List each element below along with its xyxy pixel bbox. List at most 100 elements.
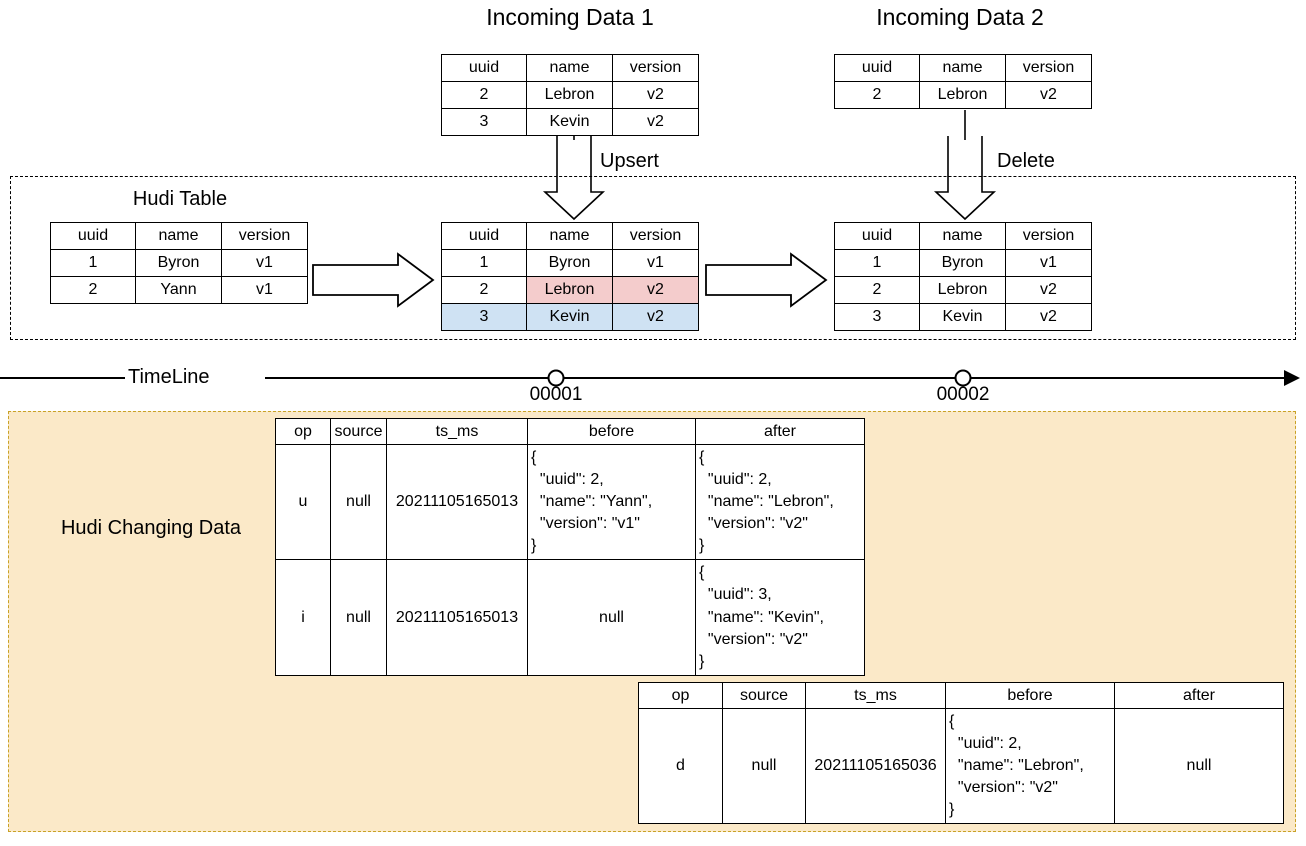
cell-uuid: 1	[50, 249, 136, 277]
table-header-row: op source ts_ms before after	[275, 418, 865, 445]
hudi-table-container	[10, 176, 1296, 340]
cell-version: v1	[221, 276, 308, 304]
cell-name: Lebron	[526, 276, 613, 304]
column-header-uuid: uuid	[834, 222, 920, 250]
table-row: 1 Byron v1	[50, 249, 308, 277]
cell-after: { "uuid": 2, "name": "Lebron", "version"…	[695, 443, 865, 561]
column-header-uuid: uuid	[50, 222, 136, 250]
cell-uuid: 1	[441, 249, 527, 277]
table-row: 1 Byron v1	[441, 249, 699, 277]
cell-uuid: 2	[834, 276, 920, 304]
cell-version: v1	[221, 249, 308, 277]
cell-name: Byron	[526, 249, 613, 277]
cell-version: v1	[612, 249, 699, 277]
hudi-table-after-upsert: uuid name version 1 Byron v1 2 Lebron v2…	[441, 222, 699, 331]
cell-version: v2	[612, 276, 699, 304]
cell-before: null	[527, 559, 696, 676]
cell-name: Lebron	[919, 276, 1006, 304]
cell-name: Kevin	[526, 303, 613, 331]
cell-name: Lebron	[526, 81, 613, 109]
cell-ts-ms: 20211105165013	[386, 559, 528, 676]
column-header-version: version	[1005, 54, 1092, 82]
cell-name: Byron	[919, 249, 1006, 277]
cell-uuid: 1	[834, 249, 920, 277]
column-header-uuid: uuid	[834, 54, 920, 82]
upsert-label: Upsert	[600, 150, 659, 172]
timeline-label: TimeLine	[128, 366, 210, 388]
table-row: 2 Lebron v2	[834, 81, 1092, 109]
cell-source: null	[330, 443, 387, 561]
column-header-source: source	[330, 418, 387, 445]
cell-version: v2	[1005, 276, 1092, 304]
incoming-data-2-table: uuid name version 2 Lebron v2	[834, 54, 1092, 109]
cell-uuid: 3	[834, 303, 920, 331]
table-header-row: uuid name version	[441, 222, 699, 250]
table-row: u null 20211105165013 { "uuid": 2, "name…	[275, 443, 865, 561]
column-header-after: after	[1114, 682, 1284, 709]
timeline-tick-label-00001: 00001	[529, 384, 583, 405]
cell-version: v2	[612, 108, 699, 136]
column-header-version: version	[612, 54, 699, 82]
timeline-tick-label-00002: 00002	[936, 384, 990, 405]
incoming-data-1-title: Incoming Data 1	[486, 4, 654, 30]
cdc-table-2: op source ts_ms before after d null 2021…	[638, 682, 1284, 825]
column-header-op: op	[638, 682, 723, 709]
cdc-table-1: op source ts_ms before after u null 2021…	[275, 418, 865, 676]
hudi-table-after-delete: uuid name version 1 Byron v1 2 Lebron v2…	[834, 222, 1092, 331]
column-header-after: after	[695, 418, 865, 445]
cell-uuid: 3	[441, 303, 527, 331]
cell-version: v1	[1005, 249, 1092, 277]
column-header-version: version	[612, 222, 699, 250]
table-row: 2 Lebron v2	[441, 81, 699, 109]
column-header-uuid: uuid	[441, 54, 527, 82]
column-header-name: name	[526, 222, 613, 250]
incoming-data-1-table: uuid name version 2 Lebron v2 3 Kevin v2	[441, 54, 699, 136]
delete-label: Delete	[997, 150, 1055, 172]
column-header-name: name	[919, 54, 1006, 82]
column-header-before: before	[945, 682, 1115, 709]
column-header-ts-ms: ts_ms	[386, 418, 528, 445]
column-header-source: source	[722, 682, 806, 709]
cell-uuid: 3	[441, 108, 527, 136]
incoming-data-2-title: Incoming Data 2	[876, 4, 1044, 30]
table-row: 3 Kevin v2	[441, 108, 699, 136]
cell-version: v2	[612, 81, 699, 109]
timeline-label-mask	[125, 366, 265, 390]
column-header-before: before	[527, 418, 696, 445]
column-header-name: name	[135, 222, 222, 250]
cell-uuid: 2	[834, 81, 920, 109]
cell-source: null	[722, 707, 806, 825]
hudi-changing-data-label: Hudi Changing Data	[60, 517, 242, 539]
table-header-row: uuid name version	[50, 222, 308, 250]
column-header-version: version	[1005, 222, 1092, 250]
table-row: i null 20211105165013 null { "uuid": 3, …	[275, 559, 865, 676]
cell-name: Kevin	[919, 303, 1006, 331]
column-header-version: version	[221, 222, 308, 250]
table-row-inserted: 3 Kevin v2	[441, 303, 699, 331]
cell-ts-ms: 20211105165036	[805, 707, 946, 825]
cell-uuid: 2	[441, 276, 527, 304]
cell-before: { "uuid": 2, "name": "Lebron", "version"…	[945, 707, 1115, 825]
cell-version: v2	[612, 303, 699, 331]
table-row: d null 20211105165036 { "uuid": 2, "name…	[638, 707, 1284, 825]
table-header-row: uuid name version	[834, 54, 1092, 82]
cell-name: Byron	[135, 249, 222, 277]
cell-op: d	[638, 707, 723, 825]
cell-op: u	[275, 443, 331, 561]
column-header-name: name	[919, 222, 1006, 250]
column-header-uuid: uuid	[441, 222, 527, 250]
cell-uuid: 2	[50, 276, 136, 304]
column-header-name: name	[526, 54, 613, 82]
cell-name: Lebron	[919, 81, 1006, 109]
table-header-row: uuid name version	[441, 54, 699, 82]
cell-version: v2	[1005, 303, 1092, 331]
cell-source: null	[330, 559, 387, 676]
table-row: 2 Yann v1	[50, 276, 308, 304]
cell-name: Kevin	[526, 108, 613, 136]
cell-uuid: 2	[441, 81, 527, 109]
table-row: 3 Kevin v2	[834, 303, 1092, 331]
cell-version: v2	[1005, 81, 1092, 109]
cell-after: null	[1114, 707, 1284, 825]
column-header-op: op	[275, 418, 331, 445]
